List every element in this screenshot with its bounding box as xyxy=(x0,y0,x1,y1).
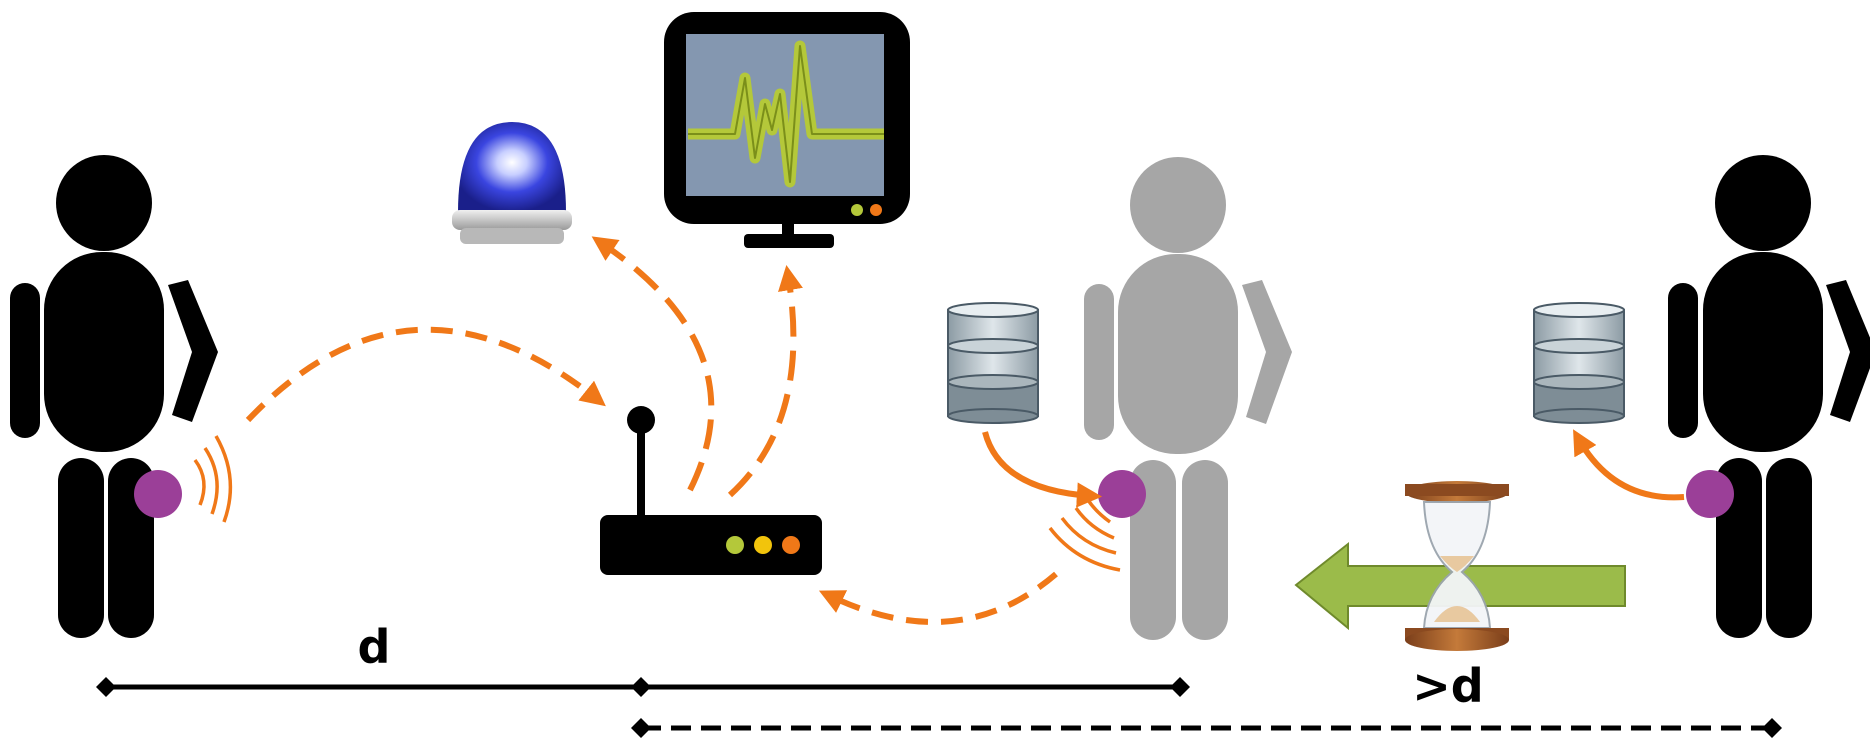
wireless-signal-icon xyxy=(1048,499,1121,572)
wearable-tag-icon xyxy=(1686,470,1734,518)
wireless-signal-icon xyxy=(193,435,233,523)
tag-to-router-arrow xyxy=(818,571,1058,625)
distance-line-dashed xyxy=(631,718,1782,738)
router-to-siren-arrow xyxy=(591,236,715,492)
hourglass-icon xyxy=(1405,481,1509,651)
alarm-siren-icon xyxy=(452,122,572,244)
database-icon xyxy=(1533,302,1625,424)
distance-line-solid xyxy=(96,677,1190,697)
person-left-icon xyxy=(10,155,218,638)
wearable-tag-icon xyxy=(1098,470,1146,518)
database-to-tag-arrow xyxy=(982,431,1103,508)
person-right-icon xyxy=(1668,155,1870,638)
router-icon xyxy=(600,406,822,575)
router-to-monitor-arrow xyxy=(727,265,803,498)
database-icon xyxy=(947,302,1039,424)
monitor-waveform-icon xyxy=(664,12,910,248)
person-middle-icon xyxy=(1084,157,1292,640)
signal-to-router-arrow xyxy=(245,326,606,423)
wearable-tag-icon xyxy=(134,470,182,518)
distance-label: d xyxy=(358,620,391,674)
greater-distance-label: >d xyxy=(1412,659,1483,713)
tag-to-database-arrow xyxy=(1573,429,1685,501)
